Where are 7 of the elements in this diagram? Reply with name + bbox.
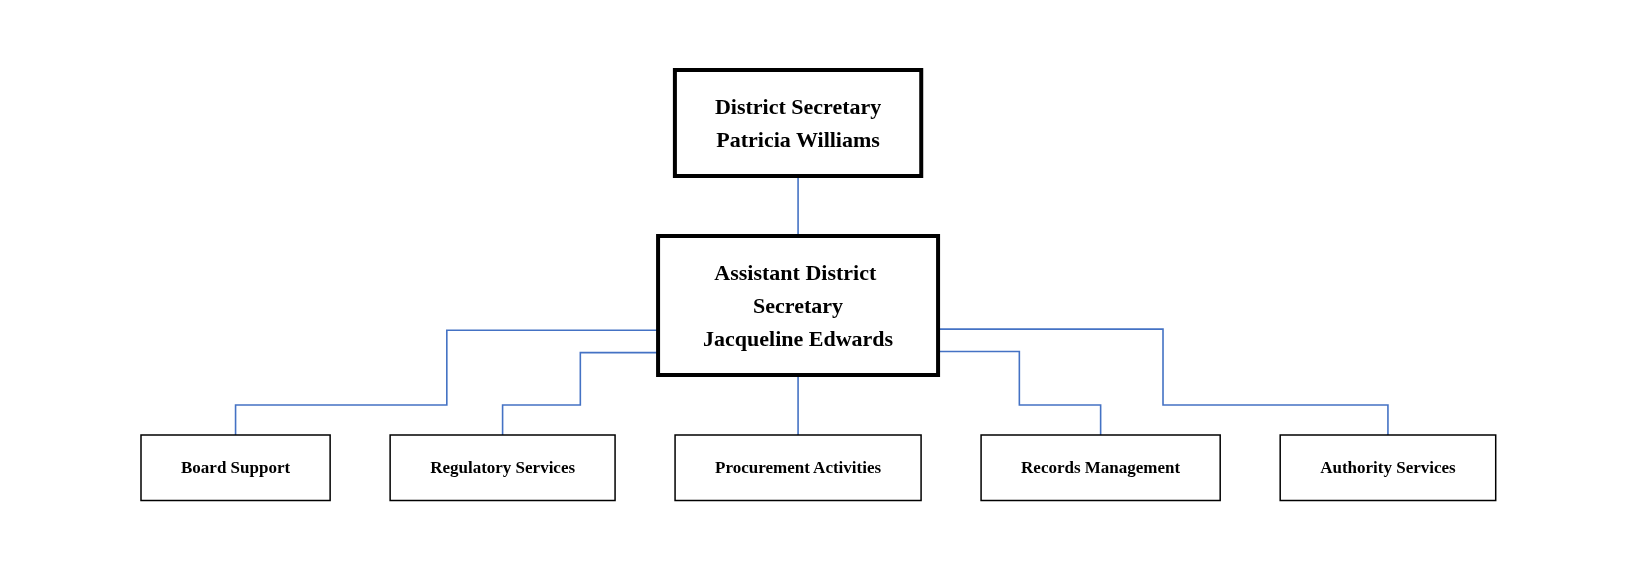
- node-box: District Secretary Patricia Williams: [672, 68, 923, 179]
- node-box: Records Management: [979, 434, 1221, 502]
- node-box: Regulatory Services: [389, 434, 616, 502]
- node-box: Board Support: [139, 434, 331, 502]
- node-box: Procurement Activities: [673, 434, 922, 502]
- node-box: Authority Services: [1279, 434, 1497, 502]
- node-box: Assistant District Secretary Jacqueline Edwards: [655, 234, 940, 378]
